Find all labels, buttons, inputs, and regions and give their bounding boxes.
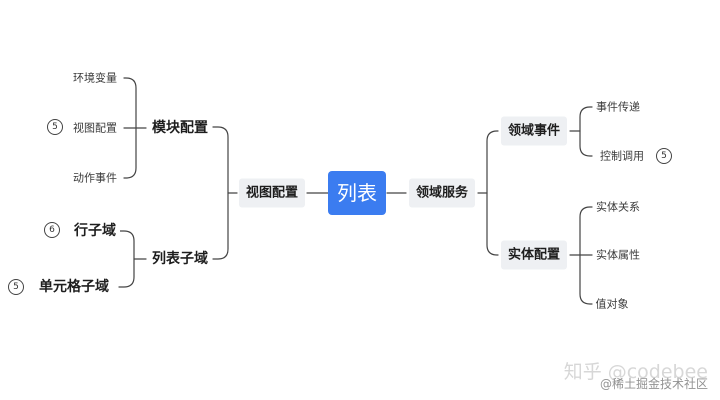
- count-badge-cell-subdomain: 5: [8, 279, 24, 295]
- leaf-control-invocation[interactable]: 控制调用: [597, 148, 647, 164]
- edge-domain-service-entity: [486, 192, 499, 256]
- node-view-config[interactable]: 视图配置: [238, 178, 306, 208]
- root-node[interactable]: 列表: [328, 171, 386, 215]
- leaf-env-variables[interactable]: 环境变量: [70, 70, 120, 86]
- node-domain-service[interactable]: 领域服务: [408, 178, 476, 208]
- leaf-value-object[interactable]: 值对象: [592, 296, 632, 312]
- node-module-config[interactable]: 模块配置: [148, 118, 212, 138]
- count-badge-row-subdomain: 6: [44, 222, 60, 238]
- edge-module-leaf-1: [123, 77, 137, 129]
- edge-entity-leaf-1: [579, 206, 593, 256]
- leaf-event-propagation[interactable]: 事件传递: [593, 99, 643, 115]
- node-entity-config[interactable]: 实体配置: [500, 240, 568, 270]
- leaf-view-config[interactable]: 视图配置: [70, 120, 120, 136]
- node-domain-event[interactable]: 领域事件: [500, 116, 568, 146]
- edge-list-cell: [118, 258, 135, 288]
- leaf-action-events[interactable]: 动作事件: [70, 170, 120, 186]
- edge-list-row: [118, 230, 135, 260]
- node-cell-subdomain[interactable]: 单元格子域: [35, 277, 113, 297]
- edge-view-config-module: [212, 126, 229, 194]
- node-list-subdomain[interactable]: 列表子域: [148, 249, 212, 269]
- leaf-entity-attribute[interactable]: 实体属性: [593, 247, 643, 263]
- edge-entity-leaf-3: [579, 254, 593, 305]
- edge-domain-service-event: [486, 130, 499, 194]
- edge-event-leaf-2: [579, 130, 593, 157]
- edge-module-leaf-3: [123, 127, 137, 179]
- node-row-subdomain[interactable]: 行子域: [70, 221, 120, 241]
- edge-event-leaf-1: [579, 106, 593, 132]
- edge-view-config-list: [212, 192, 229, 260]
- count-badge-view-config: 5: [47, 119, 63, 135]
- count-badge-control-invocation: 5: [656, 148, 672, 164]
- leaf-entity-relation[interactable]: 实体关系: [593, 199, 643, 215]
